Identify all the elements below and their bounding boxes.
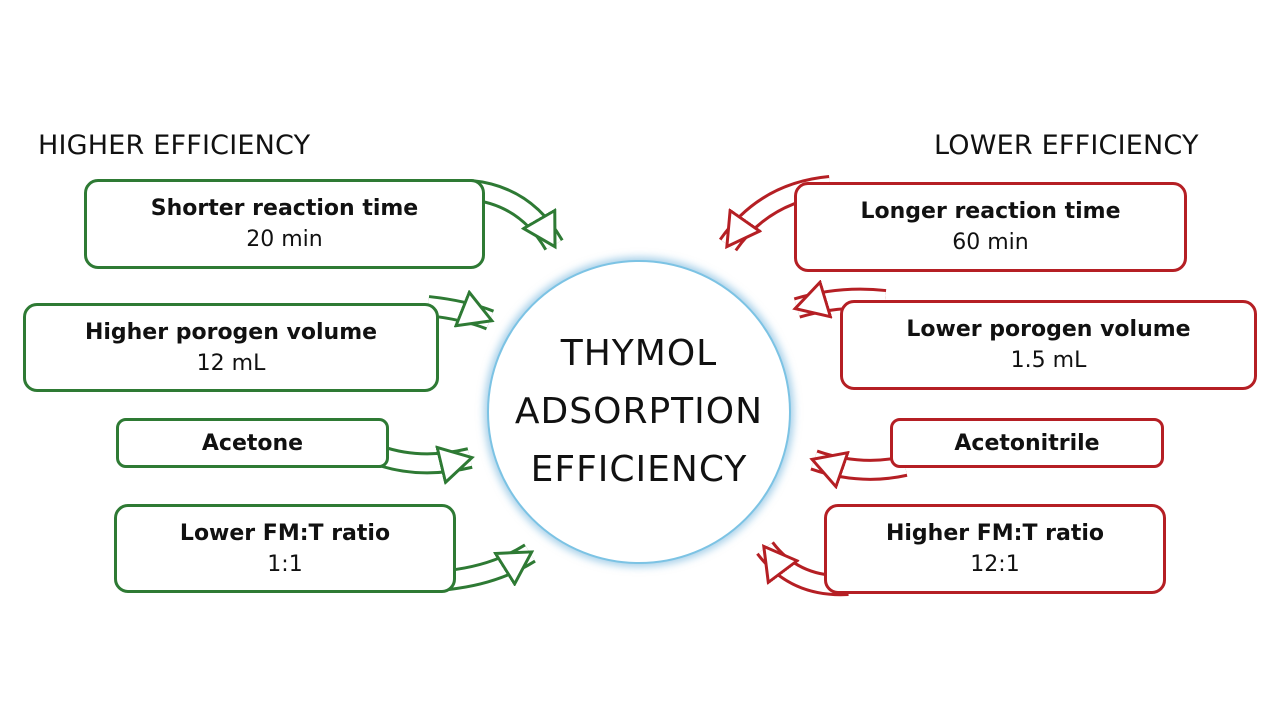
factor-title: Lower FM:T ratio xyxy=(179,520,391,546)
factor-title: Higher FM:T ratio xyxy=(885,521,1105,546)
factor-title: Lower porogen volume xyxy=(906,317,1191,342)
factor-title: Longer reaction time xyxy=(860,199,1121,224)
factor-box-shorter-reaction-time: Shorter reaction time 20 min xyxy=(84,179,485,269)
factor-title: Acetone xyxy=(201,430,304,456)
factor-title: Shorter reaction time xyxy=(150,196,419,221)
factor-value: 12:1 xyxy=(970,552,1020,577)
factor-value: 20 min xyxy=(246,227,323,252)
red-arrow-2 xyxy=(797,299,887,308)
lower-efficiency-heading: LOWER EFFICIENCY xyxy=(934,130,1199,161)
red-arrow-3 xyxy=(814,449,908,470)
factor-box-longer-reaction-time: Longer reaction time 60 min xyxy=(794,182,1187,272)
center-label: THYMOL ADSORPTION EFFICIENCY xyxy=(514,333,764,490)
higher-efficiency-heading: HIGHER EFFICIENCY xyxy=(38,130,311,161)
factor-box-higher-fmt-ratio: Higher FM:T ratio 12:1 xyxy=(824,504,1166,594)
factor-title: Higher porogen volume xyxy=(84,319,378,345)
factor-title: Acetonitrile xyxy=(954,430,1100,456)
factor-value: 1.5 mL xyxy=(1010,348,1087,373)
factor-box-lower-fmt-ratio: Lower FM:T ratio 1:1 xyxy=(114,504,456,593)
green-arrow-3 xyxy=(374,444,470,463)
factor-value: 60 min xyxy=(952,230,1029,255)
factor-value: 12 mL xyxy=(196,350,266,376)
factor-box-acetone: Acetone xyxy=(116,418,389,468)
factor-box-acetonitrile: Acetonitrile xyxy=(890,418,1164,468)
center-circle: THYMOL ADSORPTION EFFICIENCY xyxy=(487,260,791,564)
factor-box-lower-porogen-volume: Lower porogen volume 1.5 mL xyxy=(840,300,1257,390)
green-arrow-4 xyxy=(446,543,536,591)
factor-box-higher-porogen-volume: Higher porogen volume 12 mL xyxy=(23,303,439,392)
factor-value: 1:1 xyxy=(267,551,303,577)
